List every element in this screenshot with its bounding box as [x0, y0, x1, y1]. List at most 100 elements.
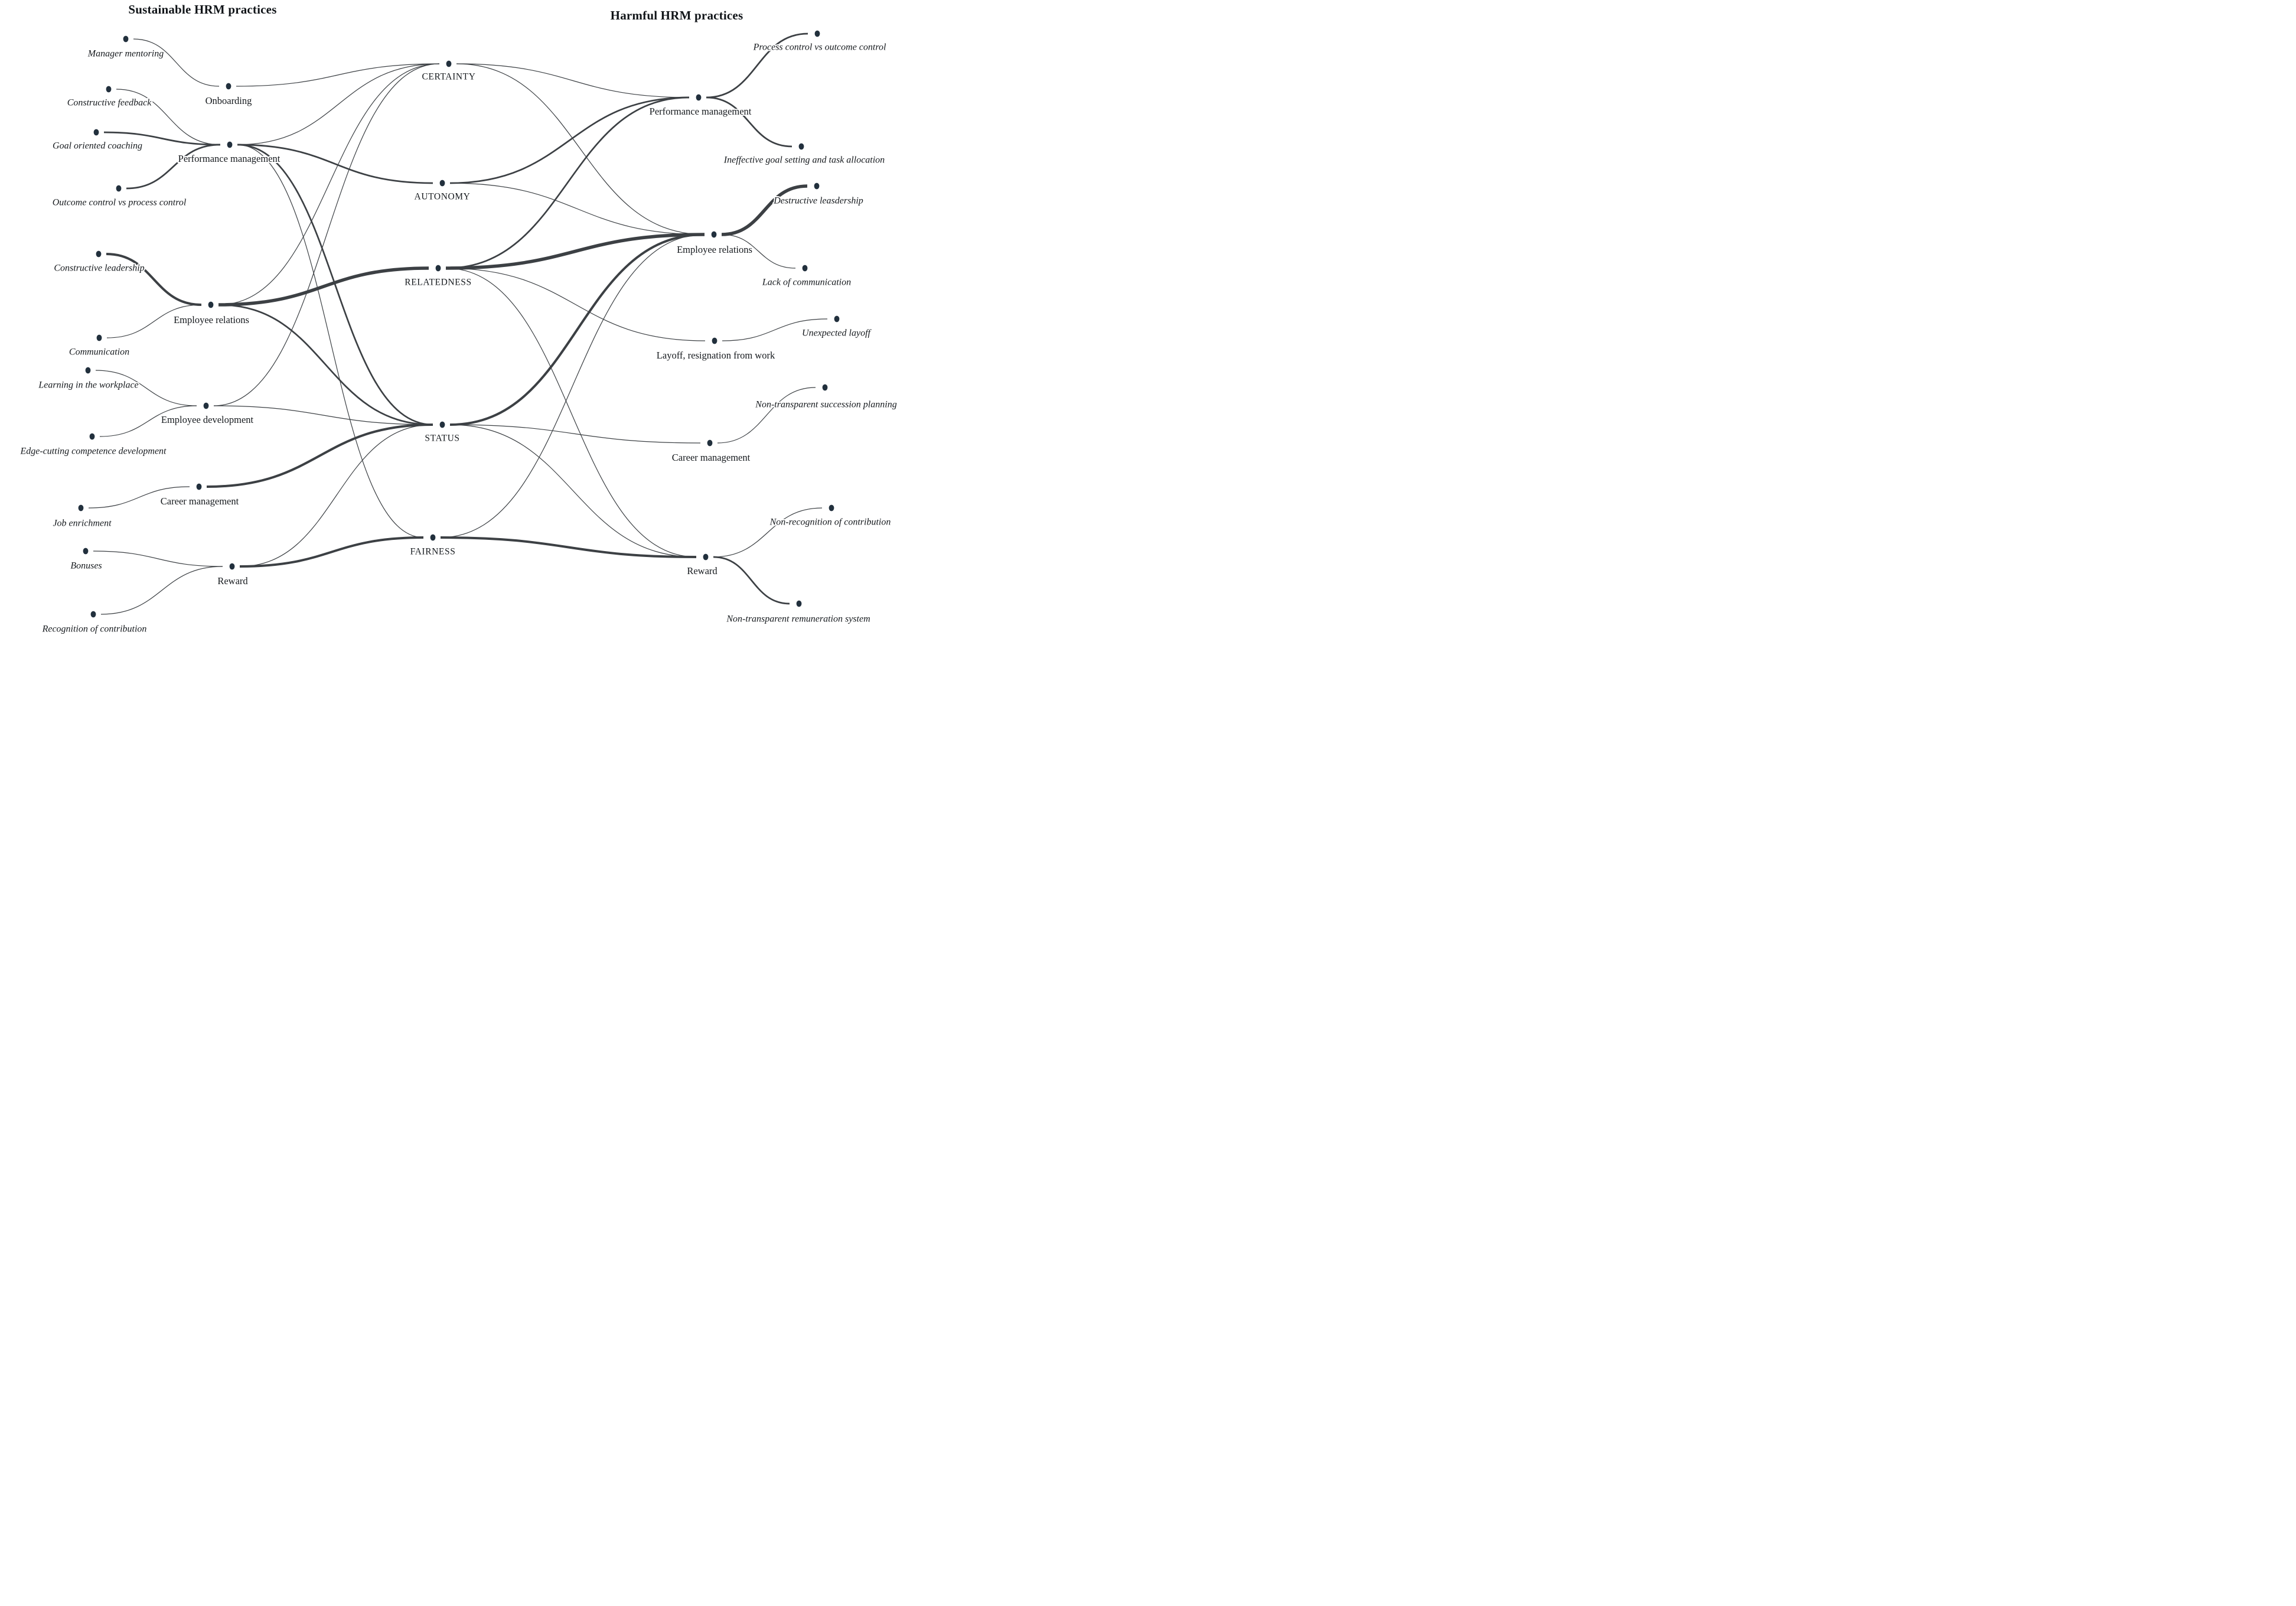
edge-mm-ob	[133, 38, 220, 87]
label-pmr: Performance management	[650, 106, 752, 117]
edge-cl-erl	[106, 253, 202, 306]
edge-fa-err	[440, 234, 705, 538]
dot-lay	[712, 337, 718, 344]
dot-ns	[822, 384, 828, 391]
label-cf: Constructive feedback	[67, 98, 152, 108]
dots-layer	[78, 30, 840, 618]
edge-re-rwr	[445, 268, 697, 558]
label-cl: Constructive leadership	[54, 263, 144, 273]
label-cml: Career management	[161, 496, 239, 507]
harmful-practices-title: Harmful HRM practices	[610, 8, 743, 22]
dot-st	[439, 421, 445, 428]
edge-erl-st	[218, 304, 433, 426]
label-ce: CERTAINTY	[422, 72, 475, 82]
dot-rwl	[229, 563, 235, 570]
dot-err	[711, 231, 717, 238]
edge-pml-au	[237, 144, 433, 184]
edge-ec-edv	[99, 405, 197, 437]
label-je: Job enrichment	[53, 519, 112, 529]
edge-co-erl	[106, 304, 202, 338]
dot-gc	[93, 129, 99, 136]
label-pml: Performance management	[178, 153, 281, 164]
edge-ob-ce	[236, 63, 440, 87]
dot-lc	[802, 265, 808, 272]
edge-cmr-ns	[717, 387, 816, 444]
edge-fa-rwr	[440, 536, 697, 558]
edge-lw-edv	[95, 370, 197, 406]
dot-mm	[123, 35, 129, 43]
dot-je	[78, 504, 84, 512]
edge-bo-rwl	[93, 550, 223, 567]
label-au: AUTONOMY	[415, 192, 471, 202]
dot-ob	[226, 83, 231, 90]
dot-op	[116, 185, 122, 192]
dot-nt	[796, 600, 802, 607]
edge-re-pmr	[445, 96, 690, 269]
edge-err-lc	[721, 234, 796, 269]
dot-bo	[83, 548, 89, 555]
edge-au-pmr	[449, 96, 690, 184]
edge-rwr-nt	[713, 556, 790, 605]
label-lay: Layoff, resignation from work	[657, 350, 775, 361]
label-erl: Employee relations	[174, 314, 249, 325]
edge-pmr-pc	[706, 32, 808, 99]
dot-cl	[96, 250, 102, 258]
dot-cf	[106, 86, 112, 93]
edge-st-err	[449, 233, 705, 426]
dot-fa	[430, 534, 436, 541]
edge-cf-pml	[116, 89, 221, 145]
dot-pc	[814, 30, 820, 37]
edge-edv-st	[213, 405, 433, 425]
dot-cml	[196, 483, 202, 490]
dot-rc	[90, 611, 96, 618]
label-ul: Unexpected layoff	[802, 328, 872, 338]
edge-op-pml	[126, 144, 221, 190]
dot-nr	[829, 504, 834, 512]
label-gc: Goal oriented coaching	[53, 141, 142, 151]
label-rwl: Reward	[217, 575, 248, 587]
dot-ce	[446, 60, 452, 67]
edge-rc-rwl	[100, 566, 223, 615]
edges-layer	[88, 32, 828, 615]
label-ec: Edge-cutting competence development	[20, 447, 167, 457]
dot-ig	[798, 143, 804, 150]
dot-ec	[89, 433, 95, 440]
label-bo: Bonuses	[70, 561, 102, 571]
edge-rwl-fa	[239, 536, 424, 568]
label-nr: Non-recognition of contribution	[769, 517, 891, 527]
edge-erl-re	[218, 266, 429, 307]
edge-cml-st	[206, 424, 433, 488]
dot-pmr	[696, 94, 702, 101]
edge-ce-pmr	[456, 63, 690, 98]
label-edv: Employee development	[161, 414, 254, 425]
label-dl: Destructive leasdership	[773, 196, 863, 206]
label-co: Communication	[69, 347, 129, 357]
label-op: Outcome control vs process control	[53, 198, 187, 208]
label-ig: Ineffective goal setting and task alloca…	[723, 155, 885, 165]
label-ns: Non-transparent succession planning	[755, 400, 896, 410]
dot-rwr	[703, 553, 709, 561]
edge-pml-fa	[237, 144, 424, 538]
label-cmr: Career management	[672, 452, 751, 463]
sustainable-practices-title: Sustainable HRM practices	[128, 2, 277, 17]
edge-re-err	[445, 233, 705, 270]
label-nt: Non-transparent remuneration system	[726, 614, 870, 624]
edge-lay-ul	[722, 318, 828, 341]
label-pc: Process control vs outcome control	[753, 43, 886, 53]
edge-pmr-ig	[706, 96, 792, 148]
edge-pml-st	[237, 144, 433, 426]
edge-err-dl	[721, 184, 808, 236]
label-st: STATUS	[425, 434, 459, 444]
dot-dl	[814, 183, 820, 190]
edge-re-lay	[445, 268, 706, 341]
edge-rwr-nr	[713, 507, 823, 558]
edge-rwl-st	[239, 424, 433, 567]
edge-st-rwr	[449, 424, 697, 558]
edge-ce-err	[456, 63, 705, 235]
label-ob: Onboarding	[206, 95, 252, 106]
edge-je-cml	[88, 486, 190, 509]
dot-edv	[203, 402, 209, 409]
dot-cmr	[707, 439, 713, 447]
